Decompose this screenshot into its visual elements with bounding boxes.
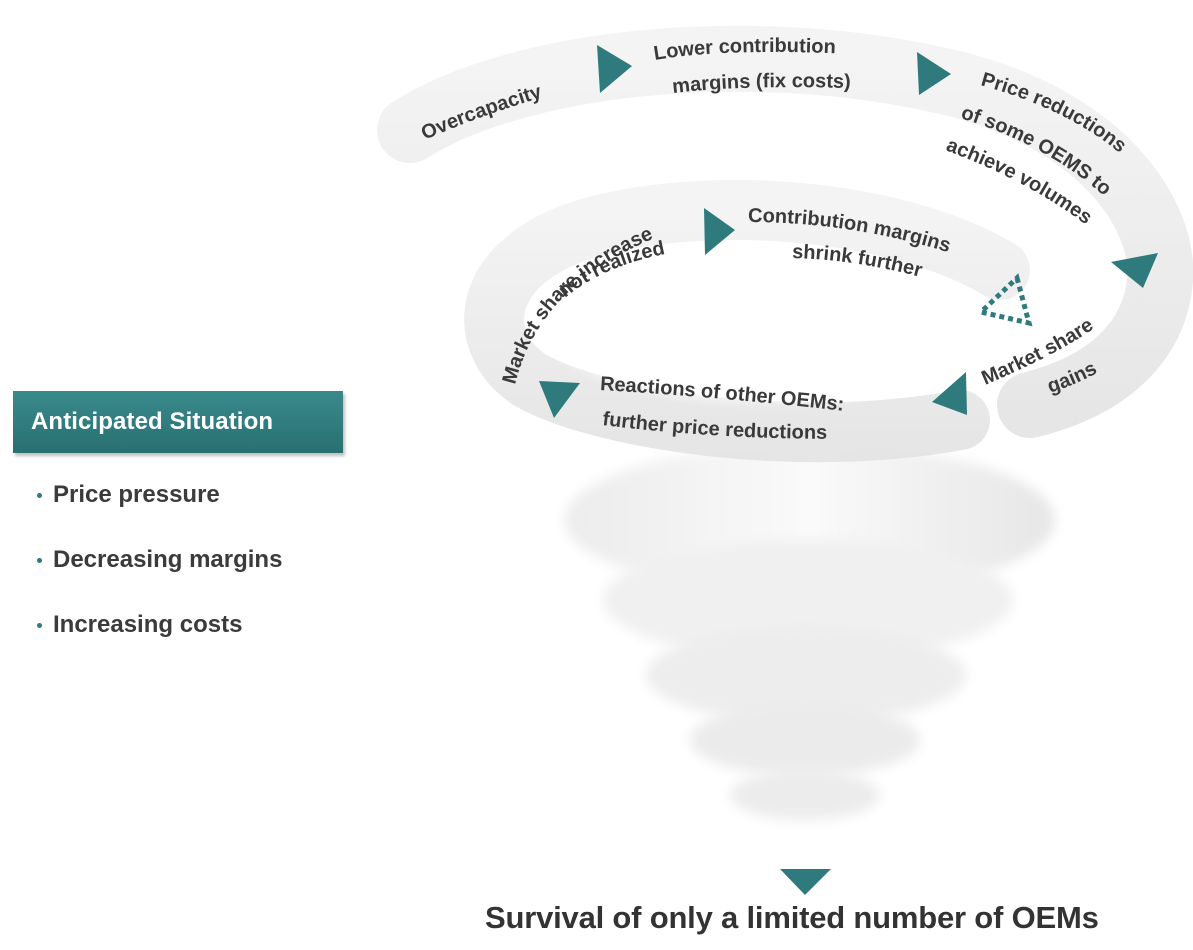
bullet-dot-icon [37,622,42,628]
anticipated-situation-panel: Anticipated Situation Price pressure Dec… [13,391,343,674]
arrow-triangle-icon [1111,253,1158,288]
bullet-text: Increasing costs [53,611,243,638]
situation-bullet-list: Price pressure Decreasing margins Increa… [13,479,343,641]
inner-spiral-band [464,180,1030,463]
funnel-shape [565,445,1055,820]
bullet-dot-icon [37,492,42,498]
outer-spiral-band [377,25,1193,438]
bullet-text: Price pressure [53,481,220,508]
bullet-text: Decreasing margins [53,546,283,573]
list-item: Increasing costs [37,609,343,641]
arrow-triangle-icon [704,208,735,255]
arrow-triangle-icon [597,45,632,93]
list-item: Price pressure [37,479,343,511]
situation-header: Anticipated Situation [13,391,343,453]
arrow-triangle-icon [539,381,580,418]
dashed-triangle-icon [975,273,1033,327]
conclusion-text: Survival of only a limited number of OEM… [485,900,1099,935]
down-arrow-icon [780,869,831,895]
arrow-triangle-icon [917,52,951,95]
bullet-dot-icon [37,557,42,563]
list-item: Decreasing margins [37,544,343,576]
arrow-triangle-icon [932,372,967,415]
situation-title: Anticipated Situation [31,408,274,435]
funnel-opening [550,260,990,400]
